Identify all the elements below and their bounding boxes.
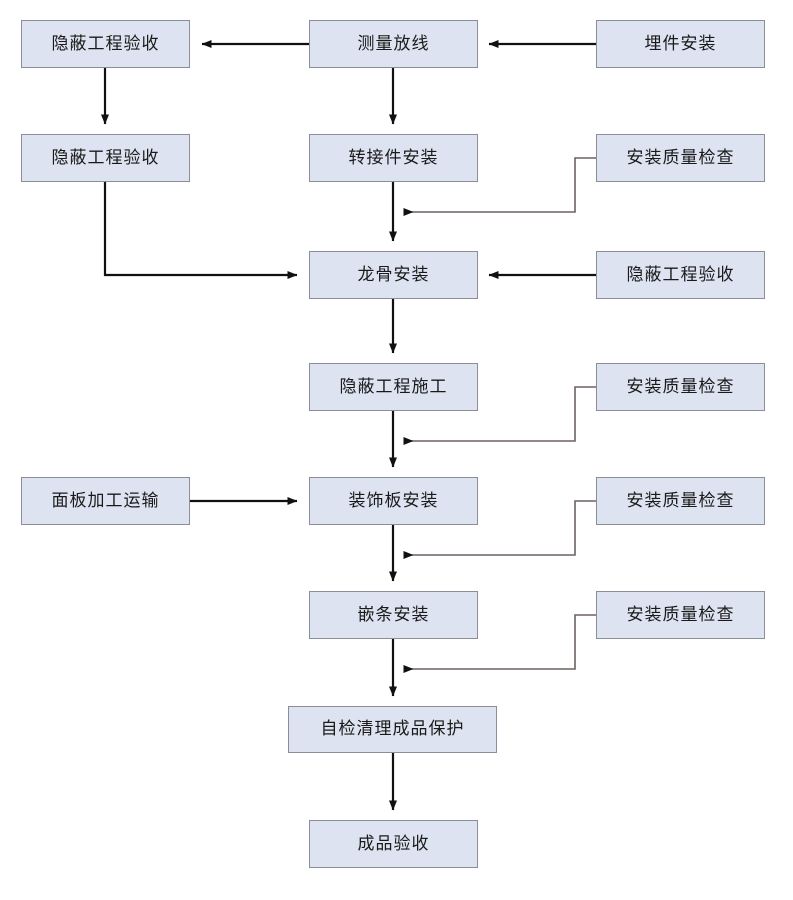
node-yinbi-gongcheng-yanshou-3[interactable]: 隐蔽工程验收 — [596, 251, 765, 299]
node-label: 安装质量检查 — [626, 147, 735, 168]
node-label: 面板加工运输 — [51, 490, 160, 511]
node-zhuangshiban-anzhuang[interactable]: 装饰板安装 — [309, 477, 478, 525]
node-label: 转接件安装 — [348, 147, 439, 168]
node-label: 安装质量检查 — [626, 376, 735, 397]
node-yinbi-gongcheng-shigong[interactable]: 隐蔽工程施工 — [309, 363, 478, 411]
node-label: 隐蔽工程验收 — [51, 147, 160, 168]
node-anzhuang-zhiliang-jiancha-4[interactable]: 安装质量检查 — [596, 591, 765, 639]
edge-qc3-to-spine — [403, 500, 596, 559]
node-yinbi-gongcheng-yanshou-2[interactable]: 隐蔽工程验收 — [21, 134, 190, 182]
node-yinbi-gongcheng-yanshou-1[interactable]: 隐蔽工程验收 — [21, 20, 190, 68]
node-anzhuang-zhiliang-jiancha-2[interactable]: 安装质量检查 — [596, 363, 765, 411]
edge-qc2-to-spine — [403, 386, 596, 445]
node-qiantiao-anzhuang[interactable]: 嵌条安装 — [309, 591, 478, 639]
node-mianban-jiagong-yunshu[interactable]: 面板加工运输 — [21, 477, 190, 525]
edge-qc4-to-spine — [403, 614, 596, 673]
edge-yinbi2-to-longgu — [103, 182, 298, 279]
node-longgu-anzhuang[interactable]: 龙骨安装 — [309, 251, 478, 299]
node-label: 龙骨安装 — [357, 264, 430, 285]
node-label: 安装质量检查 — [626, 604, 735, 625]
node-anzhuang-zhiliang-jiancha-1[interactable]: 安装质量检查 — [596, 134, 765, 182]
node-label: 隐蔽工程验收 — [626, 264, 735, 285]
node-maijian-anzhuang[interactable]: 埋件安装 — [596, 20, 765, 68]
node-label: 埋件安装 — [644, 33, 717, 54]
node-label: 成品验收 — [357, 833, 430, 854]
node-zijian-qingli-chengpin-baohu[interactable]: 自检清理成品保护 — [288, 706, 497, 753]
node-label: 隐蔽工程施工 — [339, 376, 448, 397]
node-label: 嵌条安装 — [357, 604, 430, 625]
node-anzhuang-zhiliang-jiancha-3[interactable]: 安装质量检查 — [596, 477, 765, 525]
node-label: 安装质量检查 — [626, 490, 735, 511]
node-celiang-fangxian[interactable]: 测量放线 — [309, 20, 478, 68]
node-chengpin-yanshou[interactable]: 成品验收 — [309, 820, 478, 868]
node-label: 测量放线 — [357, 33, 430, 54]
node-label: 装饰板安装 — [348, 490, 439, 511]
node-label: 隐蔽工程验收 — [51, 33, 160, 54]
edge-qc1-to-spine — [403, 157, 596, 216]
node-zhuanjiejian-anzhuang[interactable]: 转接件安装 — [309, 134, 478, 182]
node-label: 自检清理成品保护 — [320, 719, 465, 739]
